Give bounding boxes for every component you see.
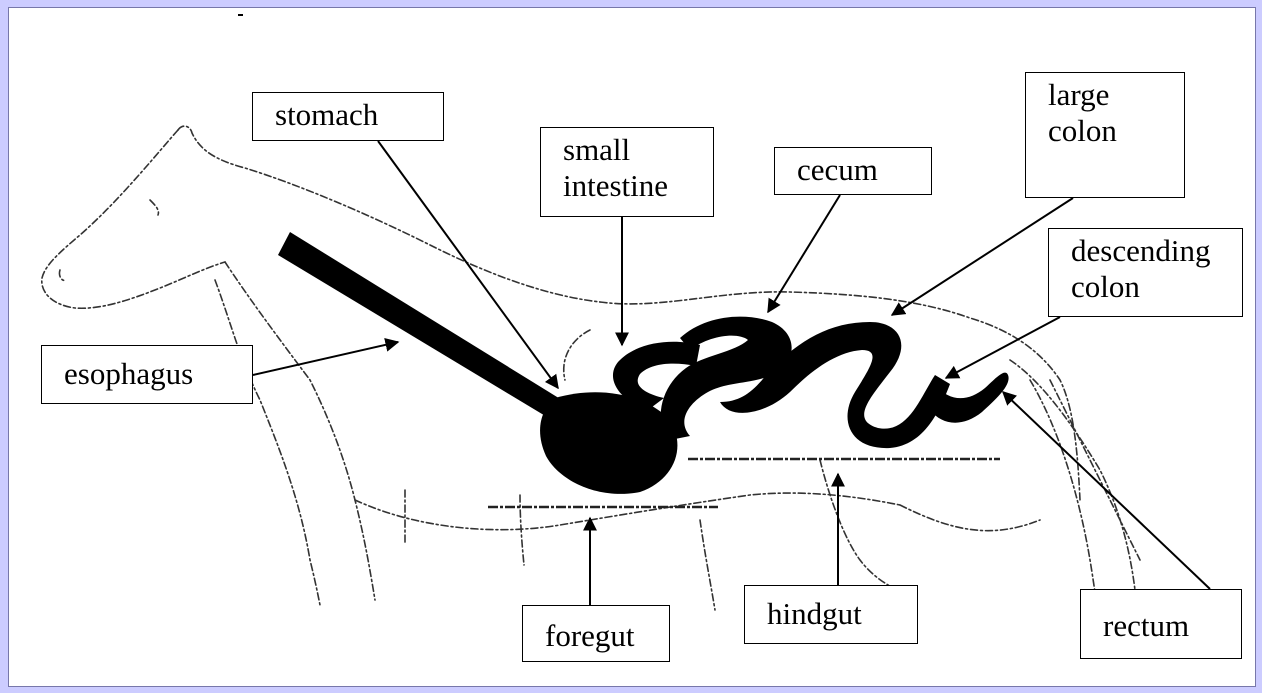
label-descending-colon: descending colon bbox=[1048, 228, 1243, 317]
arrow-large-colon bbox=[892, 198, 1073, 315]
label-rectum: rectum bbox=[1080, 589, 1242, 659]
arrow-rectum bbox=[1003, 392, 1210, 589]
esophagus-shape bbox=[278, 232, 570, 426]
label-small-intestine: small intestine bbox=[540, 127, 714, 217]
label-esophagus: esophagus bbox=[41, 345, 253, 404]
stomach-shape bbox=[540, 392, 677, 494]
arrow-descending-colon bbox=[946, 317, 1060, 378]
arrow-esophagus bbox=[253, 342, 398, 375]
label-stomach: stomach bbox=[252, 92, 444, 141]
label-hindgut: hindgut bbox=[744, 585, 918, 644]
label-large-colon: large colon bbox=[1025, 72, 1185, 198]
label-foregut: foregut bbox=[522, 605, 670, 662]
label-cecum: cecum bbox=[774, 147, 932, 195]
digestive-tract bbox=[278, 232, 1009, 494]
